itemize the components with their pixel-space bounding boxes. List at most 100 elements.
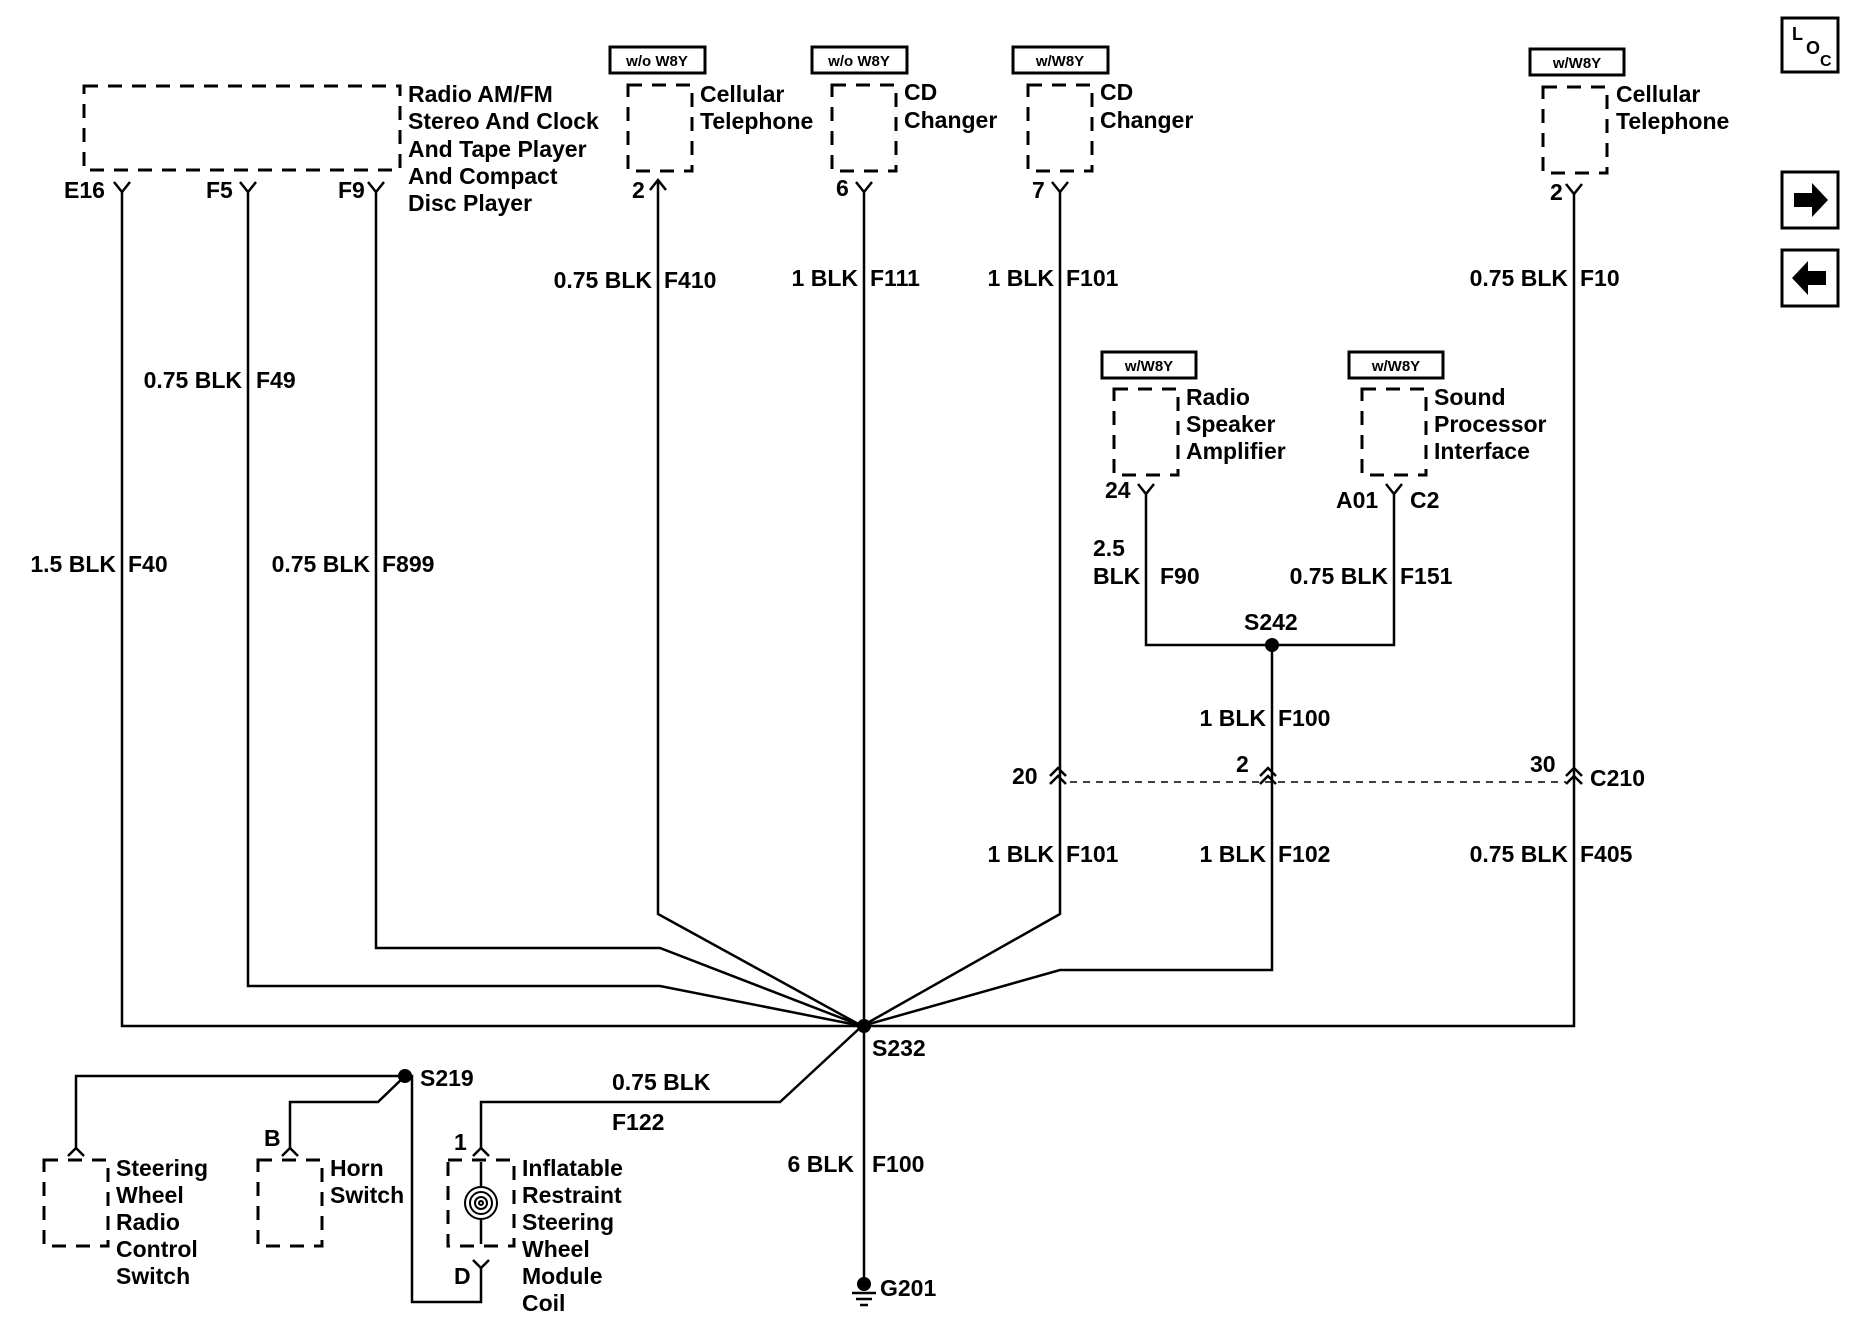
pin-sp-c2: C2 — [1410, 487, 1439, 513]
connector-c210: C210 — [1590, 765, 1645, 791]
clockspring-coil-icon — [464, 1186, 498, 1220]
pin-marks — [67, 177, 1583, 1270]
pin-cd-b: 7 — [1032, 177, 1045, 203]
cd-b-box — [1026, 83, 1094, 173]
splice-s232 — [857, 1019, 871, 1033]
wire-f100-mid-circuit: F100 — [1278, 705, 1330, 731]
wire-f49-gauge: 0.75 BLK — [144, 367, 243, 393]
svg-text:C: C — [1820, 53, 1832, 70]
pin-f5: F5 — [206, 177, 233, 203]
wire-f100-mid-gauge: 1 BLK — [1200, 705, 1267, 731]
cell-right-label-1: Cellular — [1616, 81, 1700, 107]
previous-page-button[interactable] — [1780, 248, 1840, 308]
location-icon[interactable]: L O C — [1780, 16, 1840, 74]
wire-f101-top-circuit: F101 — [1066, 265, 1119, 291]
option-tag-cd-a — [810, 45, 909, 75]
wire-f100-low-gauge: 6 BLK — [788, 1151, 855, 1177]
splice-s219-label: S219 — [420, 1065, 474, 1091]
wire-f101-low-gauge: 1 BLK — [988, 841, 1055, 867]
cell-top-label-2: Telephone — [700, 108, 813, 134]
horn-switch-label-2: Switch — [330, 1182, 404, 1208]
wire-f90-gauge-b: BLK — [1093, 563, 1141, 589]
splice-s242 — [1265, 638, 1279, 652]
cell-top-box — [626, 83, 694, 173]
pin-cd-a: 6 — [836, 175, 849, 201]
option-tag-amplifier-text: w/W8Y — [1124, 358, 1173, 375]
wire-f49-circuit: F49 — [256, 367, 296, 393]
right-arrow-icon — [1794, 183, 1828, 217]
pin-sir-d: D — [454, 1263, 471, 1289]
wire-f100-low-circuit: F100 — [872, 1151, 924, 1177]
radio-label-3: And Tape Player — [408, 136, 587, 162]
amplifier-label-3: Amplifier — [1186, 438, 1286, 464]
wire-f10-gauge: 0.75 BLK — [1470, 265, 1569, 291]
wire-f90-circuit: F90 — [1160, 563, 1200, 589]
amplifier-label-1: Radio — [1186, 384, 1250, 410]
ground-icon — [852, 1277, 876, 1307]
sound-processor-label-2: Processor — [1434, 411, 1547, 437]
wire-f111-gauge: 1 BLK — [792, 265, 859, 291]
wire-f102-gauge: 1 BLK — [1200, 841, 1267, 867]
option-tag-cell-right-text: w/W8Y — [1552, 55, 1601, 72]
wire-f410-gauge: 0.75 BLK — [554, 267, 653, 293]
wire-f151-gauge: 0.75 BLK — [1290, 563, 1389, 589]
wire-f102-circuit: F102 — [1278, 841, 1330, 867]
wire-f40-gauge: 1.5 BLK — [30, 551, 116, 577]
pin-f9: F9 — [338, 177, 365, 203]
option-tag-cd-a-text: w/o W8Y — [827, 53, 890, 70]
steering-switch-label-3: Radio — [116, 1209, 180, 1235]
cd-a-label-2: Changer — [904, 107, 997, 133]
cd-a-box — [830, 83, 898, 173]
horn-switch-box — [256, 1158, 324, 1248]
sound-processor-box — [1360, 387, 1428, 477]
wire-f405-circuit: F405 — [1580, 841, 1633, 867]
pin-sp-a01: A01 — [1336, 487, 1378, 513]
cell-right-box — [1541, 85, 1609, 175]
sir-coil-label-1: Inflatable — [522, 1155, 623, 1181]
steering-switch-box — [42, 1158, 110, 1248]
pin-sir-1: 1 — [454, 1129, 467, 1155]
wire-f410-circuit: F410 — [664, 267, 716, 293]
wire-f111-circuit: F111 — [870, 265, 920, 291]
option-tag-sound-processor-text: w/W8Y — [1371, 358, 1420, 375]
wire-f101-low-circuit: F101 — [1066, 841, 1119, 867]
pin-c210-b: 2 — [1236, 751, 1249, 777]
ground-g201-label: G201 — [880, 1275, 936, 1301]
radio-box — [82, 84, 402, 172]
option-tag-cell-top-text: w/o W8Y — [625, 53, 688, 70]
wire-paths — [74, 180, 1576, 1304]
radio-label-2: Stereo And Clock — [408, 108, 599, 134]
cd-b-label-1: CD — [1100, 79, 1133, 105]
next-page-button[interactable] — [1780, 170, 1840, 230]
splice-s219 — [398, 1069, 412, 1083]
option-tag-cd-b — [1011, 45, 1110, 75]
radio-label-5: Disc Player — [408, 190, 532, 216]
svg-text:L: L — [1792, 24, 1803, 44]
option-tag-cell-top — [608, 45, 707, 75]
cell-top-label-1: Cellular — [700, 81, 784, 107]
sir-coil-label-4: Wheel — [522, 1236, 590, 1262]
wire-f405-gauge: 0.75 BLK — [1470, 841, 1569, 867]
steering-switch-label-1: Steering — [116, 1155, 208, 1181]
wire-f122-circuit: F122 — [612, 1109, 664, 1135]
pin-cell-top: 2 — [632, 177, 645, 203]
wire-f90-gauge-a: 2.5 — [1093, 535, 1125, 561]
amplifier-box — [1112, 387, 1180, 477]
cell-right-label-2: Telephone — [1616, 108, 1729, 134]
wire-f101-top-gauge: 1 BLK — [988, 265, 1055, 291]
sir-coil-label-3: Steering — [522, 1209, 614, 1235]
wire-f40-circuit: F40 — [128, 551, 168, 577]
option-tag-amplifier — [1100, 350, 1198, 380]
wire-f899-circuit: F899 — [382, 551, 434, 577]
sir-coil-box — [446, 1158, 516, 1248]
steering-switch-label-4: Control — [116, 1236, 198, 1262]
wire-f10-circuit: F10 — [1580, 265, 1620, 291]
svg-text:O: O — [1806, 38, 1820, 58]
sound-processor-label-3: Interface — [1434, 438, 1530, 464]
radio-label-1: Radio AM/FM — [408, 81, 553, 107]
horn-switch-label-1: Horn — [330, 1155, 384, 1181]
splice-s242-label: S242 — [1244, 609, 1298, 635]
wire-f122-gauge: 0.75 BLK — [612, 1069, 711, 1095]
pin-e16: E16 — [64, 177, 105, 203]
splice-s232-label: S232 — [872, 1035, 926, 1061]
